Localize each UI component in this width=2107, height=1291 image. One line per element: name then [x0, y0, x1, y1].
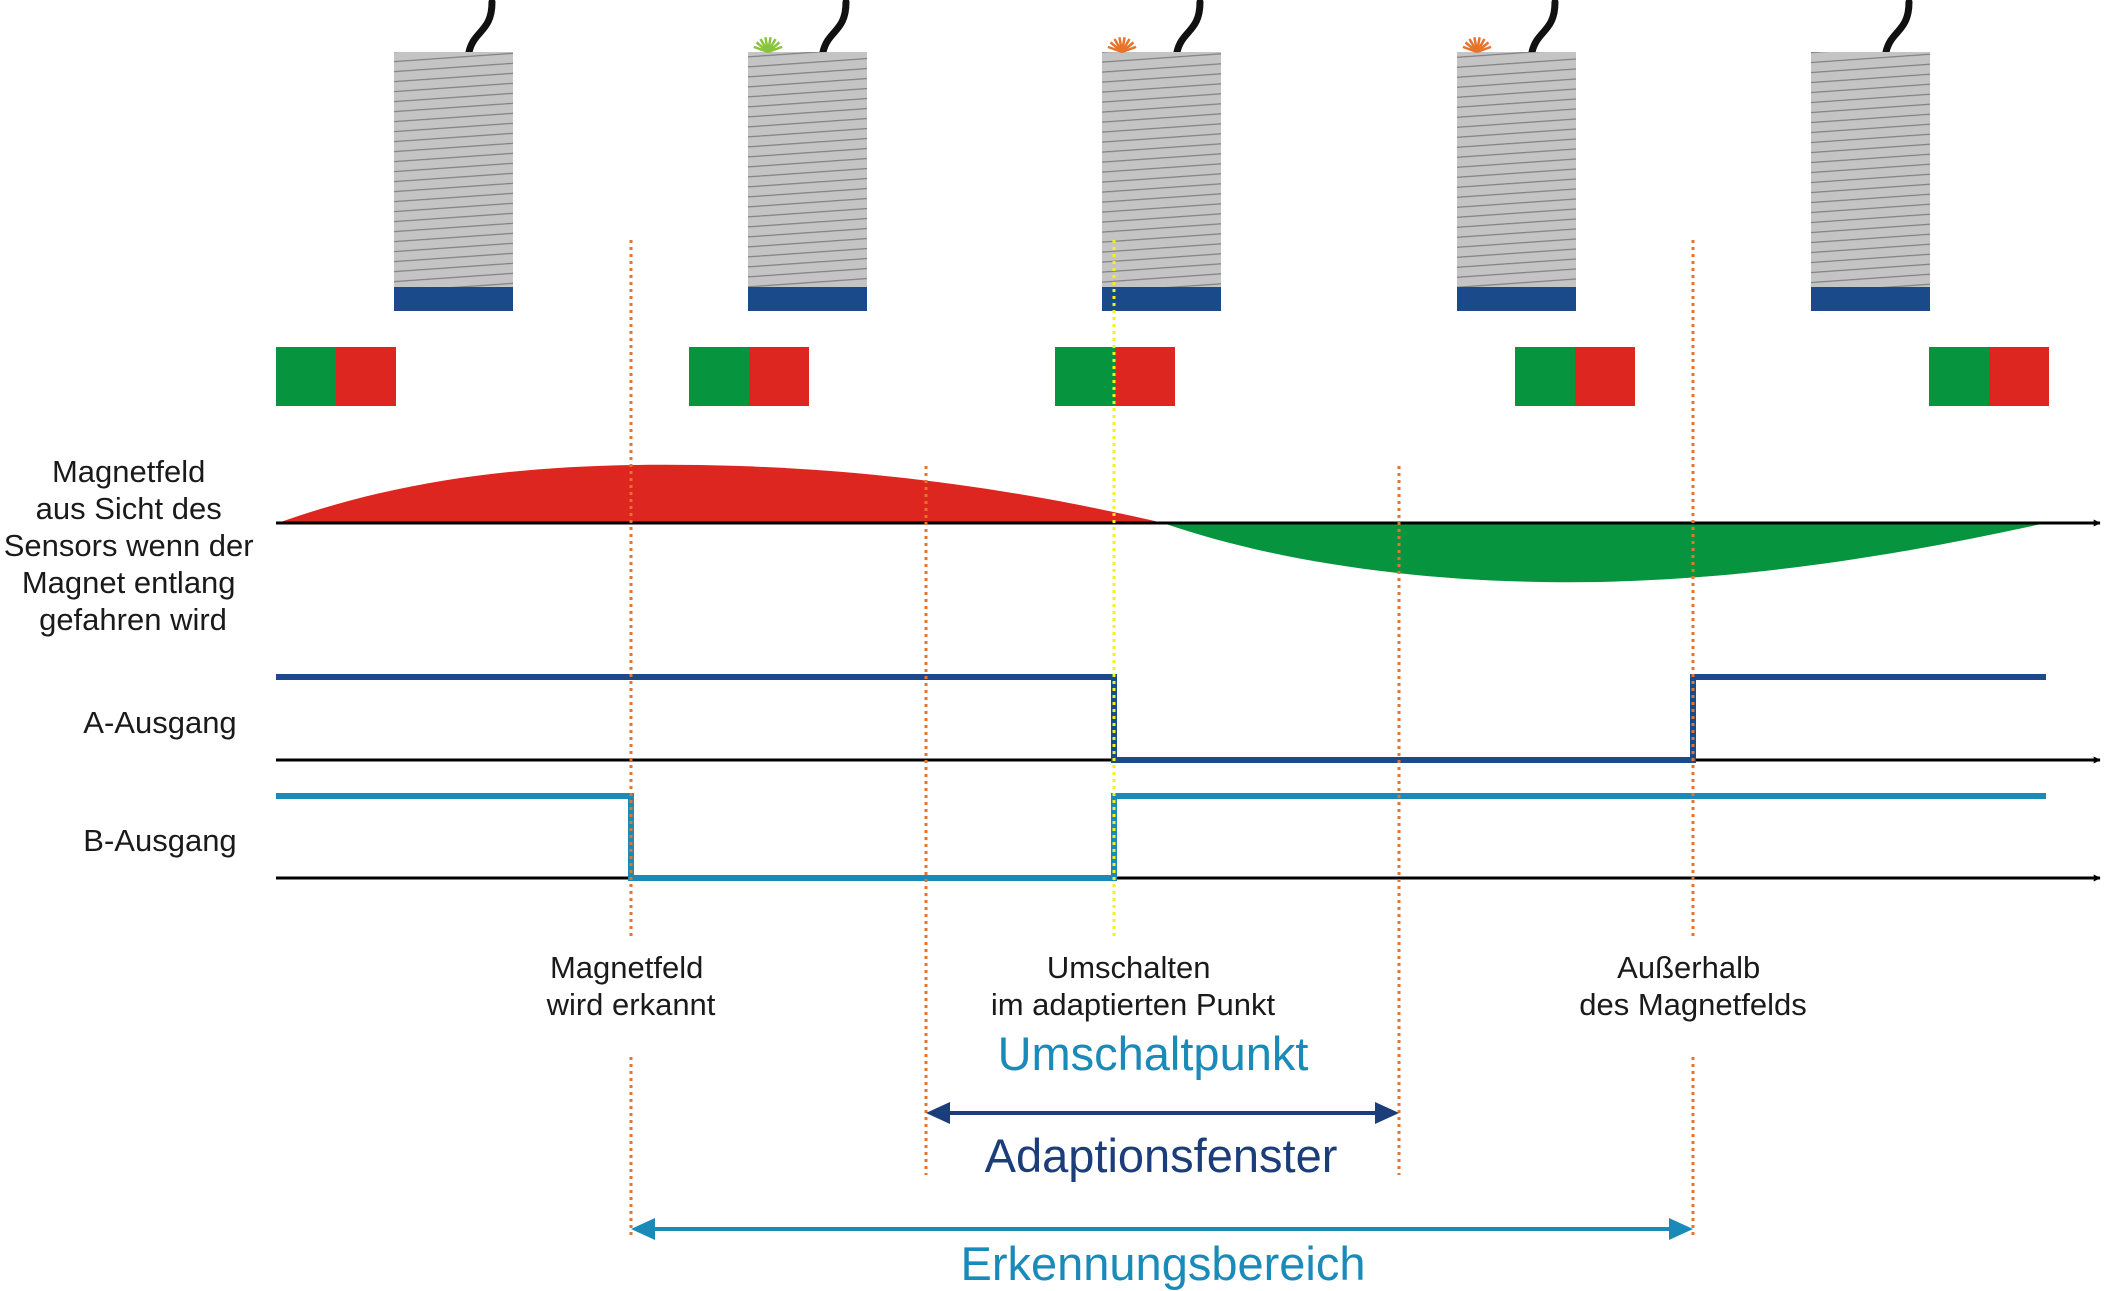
green-led-icon — [753, 37, 783, 54]
sensor-face — [1457, 287, 1576, 311]
magnet-pole-green — [1515, 347, 1575, 406]
sensor — [1457, 0, 1576, 311]
magnet — [1929, 347, 2049, 406]
magnet-pole-red — [1575, 347, 1635, 406]
sensor-face — [1102, 287, 1221, 311]
cable — [1882, 0, 1913, 56]
orange-led-icon — [1107, 37, 1137, 54]
magnet-pole-red — [336, 347, 396, 406]
magnet-pole-red — [1989, 347, 2049, 406]
sensor-face — [748, 287, 867, 311]
output-a-signal — [276, 674, 2046, 763]
vertical-markers — [629, 240, 1695, 1236]
sensor-body — [1457, 52, 1576, 288]
outside-field-label: Außerhalb des Magnetfelds — [1579, 950, 1806, 1022]
cable — [1528, 0, 1559, 56]
magnet-row — [276, 347, 2049, 406]
magnet-pole-red — [1115, 347, 1175, 406]
sensor-body — [1811, 52, 1930, 288]
sensor — [1811, 0, 1930, 311]
sensor — [1102, 0, 1221, 311]
output-b-plot — [276, 793, 2101, 882]
field-detected-label: Magnetfeld wird erkannt — [546, 950, 716, 1022]
magnet — [1055, 347, 1175, 406]
magnet — [276, 347, 396, 406]
cable — [1173, 0, 1204, 56]
sensor-body — [394, 52, 513, 288]
sensor — [748, 0, 867, 311]
sensor-body — [748, 52, 867, 288]
output-a-plot — [276, 674, 2101, 764]
output-b-label: B-Ausgang — [83, 823, 236, 858]
sensor-face — [1811, 287, 1930, 311]
detection-range-title: Erkennungsbereich — [961, 1237, 1366, 1290]
cable — [819, 0, 850, 56]
detection-range-arrow — [631, 1218, 1693, 1240]
magnetic-field-plot — [276, 464, 2101, 583]
magnet-pole-green — [1929, 347, 1989, 406]
switch-point-title: Umschaltpunkt — [998, 1027, 1309, 1080]
adaption-window-title: Adaptionsfenster — [985, 1129, 1338, 1182]
switching-label: Umschalten im adaptierten Punkt — [991, 950, 1276, 1022]
magnet-pole-green — [689, 347, 749, 406]
output-a-label: A-Ausgang — [83, 705, 236, 740]
field-negative-lobe — [1163, 523, 2046, 583]
magnet-pole-green — [276, 347, 336, 406]
sensor — [394, 0, 513, 311]
sensor-body — [1102, 52, 1221, 288]
field-positive-lobe — [278, 464, 1163, 523]
sensor-face — [394, 287, 513, 311]
orange-led-icon — [1462, 37, 1492, 54]
cable — [465, 0, 496, 56]
magnet-pole-green — [1055, 347, 1115, 406]
magnet-pole-red — [749, 347, 809, 406]
sensor-row — [394, 0, 1930, 311]
adaption-window-arrow — [926, 1102, 1399, 1124]
output-b-signal — [276, 793, 2046, 881]
magnet — [689, 347, 809, 406]
field-description-label: Magnetfeld aus Sicht des Sensors wenn de… — [4, 454, 263, 637]
magnet — [1515, 347, 1635, 406]
